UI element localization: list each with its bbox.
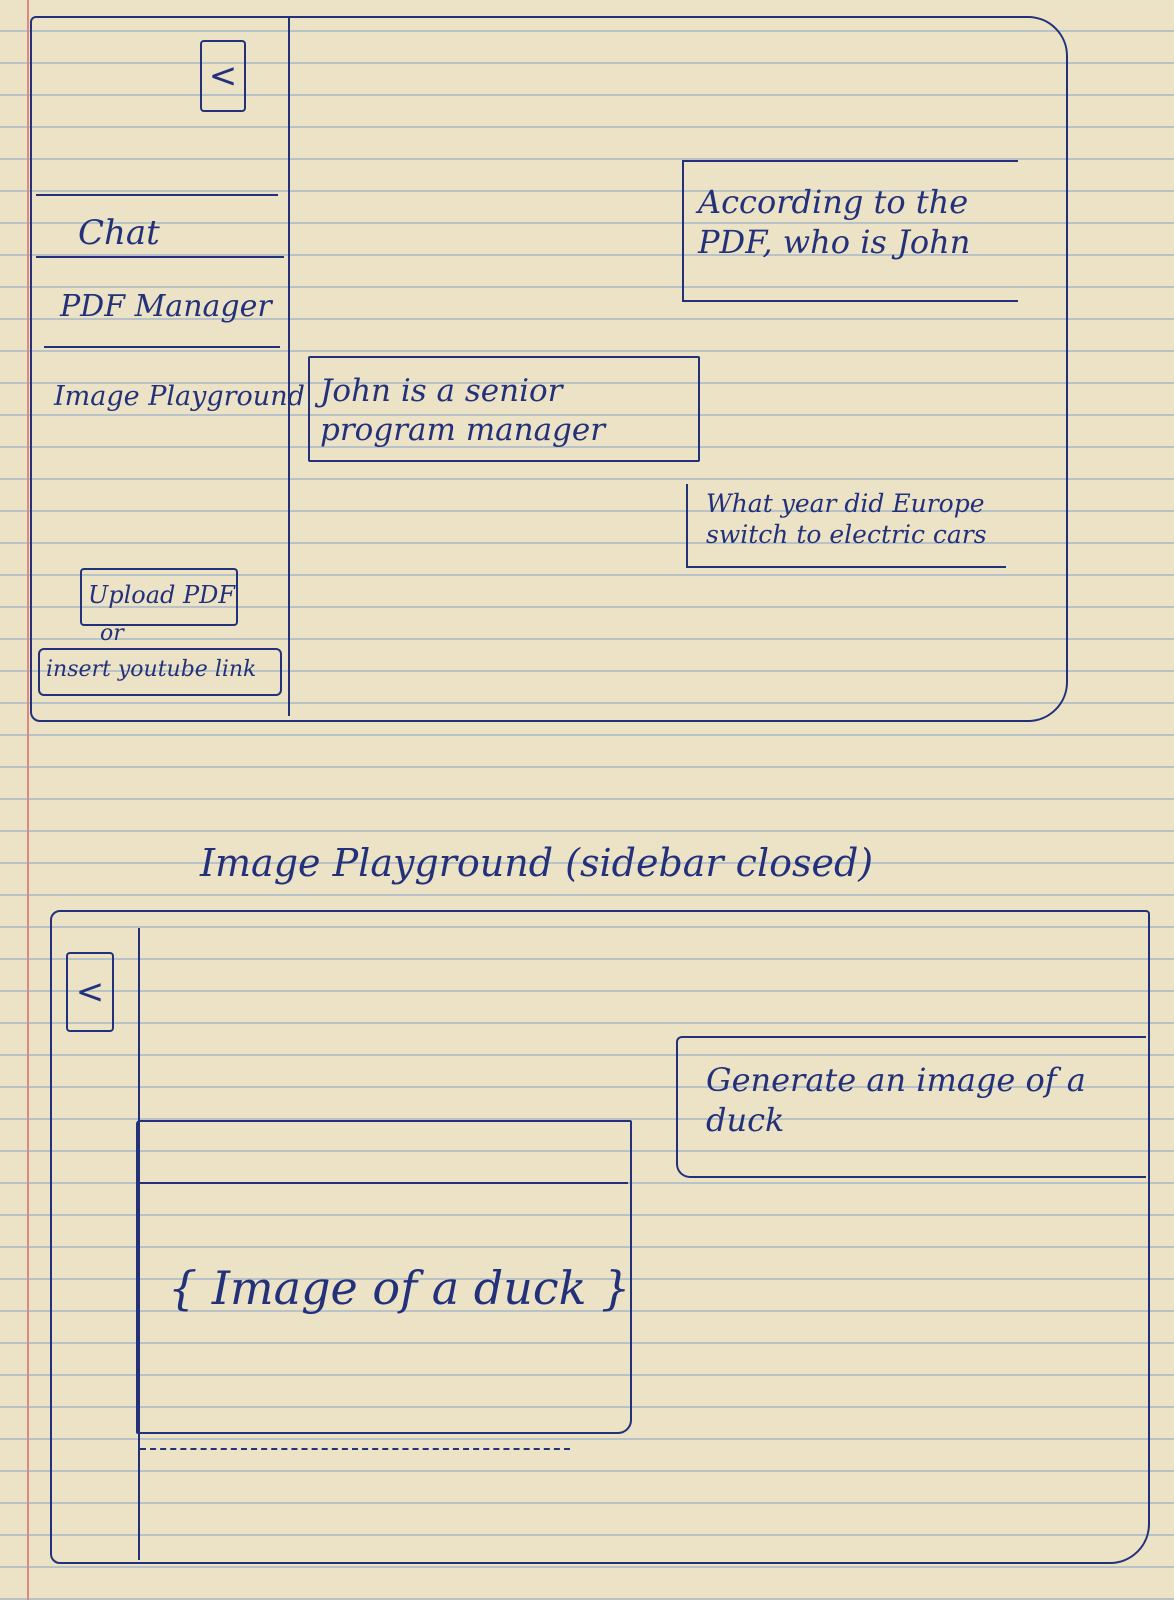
insert-youtube-link-input[interactable]: insert youtube link — [38, 648, 282, 696]
image-placeholder: { Image of a duck } — [168, 1261, 631, 1315]
chevron-left-icon: < — [75, 972, 105, 1012]
image-card-divider — [136, 1182, 628, 1184]
user-message-bubble: What year did Europe switch to electric … — [686, 484, 1006, 568]
user-message-bubble: According to the PDF, who is John — [682, 160, 1018, 302]
section-caption: Image Playground (sidebar closed) — [200, 841, 874, 885]
app-window-frame — [50, 910, 1150, 1564]
upload-pdf-button[interactable]: Upload PDF — [80, 568, 238, 626]
sidebar-divider — [36, 256, 284, 258]
collapsed-sidebar — [56, 928, 140, 1560]
message-text: What year did Europe switch to electric … — [706, 489, 987, 550]
prompt-text: Generate an image of a duck — [706, 1061, 1086, 1139]
notebook-margin-line — [27, 0, 29, 1600]
sidebar-toggle-button[interactable]: < — [66, 952, 114, 1032]
assistant-message-bubble: John is a senior program manager — [308, 356, 700, 462]
or-label: or — [100, 621, 124, 646]
generated-image-card — [136, 1120, 632, 1434]
insert-link-label: insert youtube link — [46, 657, 257, 682]
message-text: John is a senior program manager — [320, 373, 606, 448]
sidebar-divider — [44, 346, 280, 348]
sidebar — [36, 16, 290, 716]
upload-pdf-label: Upload PDF — [88, 581, 236, 609]
sidebar-item-pdf-manager[interactable]: PDF Manager — [60, 289, 272, 324]
sidebar-divider — [36, 194, 278, 196]
sidebar-item-chat[interactable]: Chat — [78, 213, 160, 253]
message-text: According to the PDF, who is John — [698, 183, 971, 261]
sidebar-collapse-button[interactable]: < — [200, 40, 246, 112]
chevron-left-icon: < — [208, 56, 238, 96]
sidebar-item-image-playground[interactable]: Image Playground — [54, 381, 305, 412]
user-prompt-bubble: Generate an image of a duck — [676, 1036, 1146, 1178]
app-window-frame — [30, 16, 1068, 722]
chat-input-line[interactable] — [140, 1448, 570, 1450]
